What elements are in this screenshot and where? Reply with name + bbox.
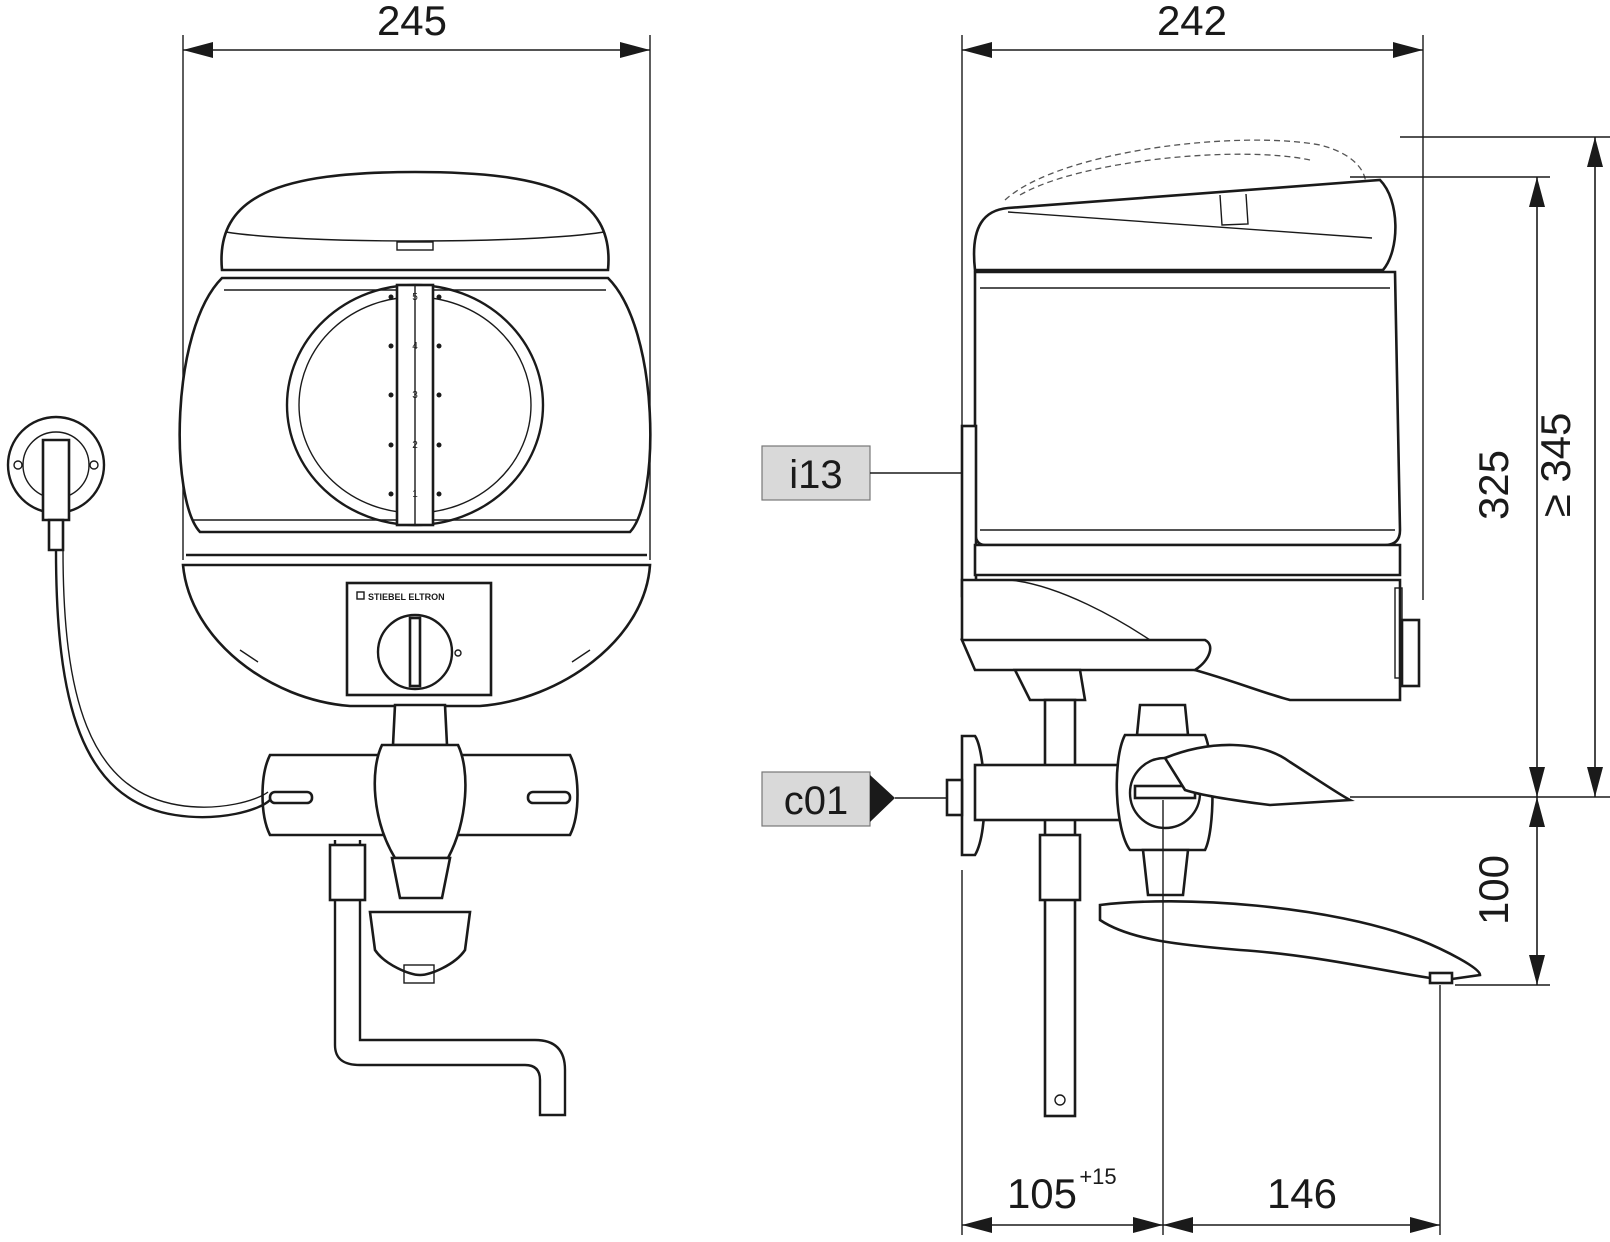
dim-wall-offset: 105 +15 [961,800,1441,1235]
power-cord [54,549,271,819]
dim-height-min: ≥ 345 [1400,136,1610,797]
callout-i13-label: i13 [789,453,842,497]
side-mixer [1115,703,1355,897]
callout-i13: i13 [761,445,962,501]
callout-c01-label: c01 [784,779,849,823]
dim-height-min-label: ≥ 345 [1532,413,1579,518]
level-label-3: 3 [412,390,418,401]
front-base: STIEBEL ELTRON [181,553,652,708]
front-level-marks [388,294,442,497]
callout-c01: c01 [761,771,947,827]
dim-spout-drop-label: 100 [1470,855,1517,925]
knob-pointer [408,616,422,688]
dim-wall-offset-tolerance: +15 [1079,1164,1116,1189]
dim-side-depth-label: 242 [1157,0,1227,44]
wall-connection [945,734,1122,857]
dim-wall-offset-label: 105 [1007,1170,1077,1217]
side-view: 242 [761,0,1610,1235]
level-label-1: 1 [412,489,418,500]
side-knob [1400,618,1421,688]
side-mixer-lever[interactable] [1163,743,1355,807]
front-body: 5 4 3 2 1 [178,276,652,534]
side-lid [972,139,1397,272]
power-plug [6,415,106,552]
dim-side-depth: 242 [961,0,1424,600]
front-lid [220,170,610,272]
level-label-4: 4 [412,341,418,352]
side-base [960,543,1421,702]
side-spout [1098,900,1482,982]
dim-spout-drop: 100 [1455,797,1550,986]
brand-label: STIEBEL ELTRON [368,592,445,602]
inlet-pipe [1038,698,1082,1118]
level-label-5: 5 [412,292,418,303]
dim-front-width-label: 245 [377,0,447,44]
front-spout [333,840,567,1117]
dim-height-body-label: 325 [1470,450,1517,520]
temperature-knob[interactable] [376,613,454,691]
dim-height-body: 325 [1350,176,1610,798]
level-label-2: 2 [412,440,418,451]
dim-spout-reach: 146 [1163,1170,1440,1233]
dim-spout-reach-label: 146 [1267,1170,1337,1217]
front-mixer [261,703,579,984]
front-view: 245 5 4 [6,0,652,1117]
mixer-lever[interactable] [368,910,472,977]
